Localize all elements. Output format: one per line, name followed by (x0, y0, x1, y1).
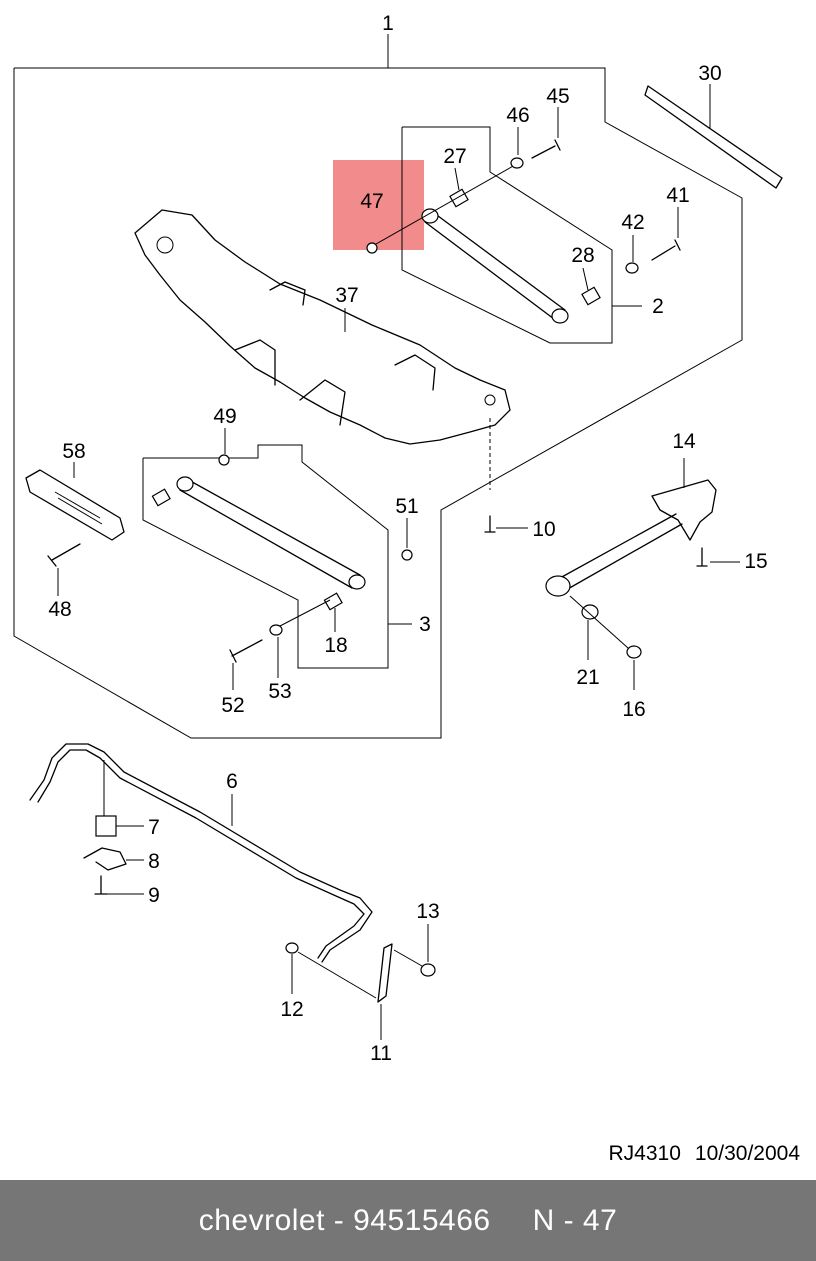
washer-53 (269, 624, 283, 636)
nut-51 (401, 549, 413, 561)
callout-27: 27 (443, 145, 466, 168)
callout-42: 42 (621, 211, 644, 234)
bushing-lower-rear (348, 574, 366, 590)
axis-47 (375, 164, 516, 245)
bolt-52 (229, 639, 263, 663)
callout-37: 37 (335, 284, 358, 307)
lower-link-3 (179, 477, 361, 589)
bolt-45 (531, 139, 561, 159)
bracket-14 (651, 479, 717, 541)
callout-52: 52 (221, 694, 244, 717)
callout-2: 2 (652, 295, 664, 318)
callout-12: 12 (280, 998, 303, 1021)
plate-58 (25, 469, 125, 541)
leader-28 (582, 267, 589, 291)
bushing-trailing (545, 575, 571, 597)
callout-13: 13 (416, 900, 439, 923)
callout-48: 48 (48, 598, 71, 621)
bolt-15 (696, 547, 708, 567)
callout-58: 58 (62, 440, 85, 463)
callout-46: 46 (506, 104, 529, 127)
clamp-8 (83, 847, 127, 871)
callout-49: 49 (213, 405, 236, 428)
footer-reference: N - 47 (532, 1203, 618, 1237)
plate-58-slot (54, 491, 103, 525)
bolt-48 (47, 543, 81, 567)
footer-part-number: chevrolet - 94515466 (198, 1203, 491, 1237)
callout-21: 21 (576, 666, 599, 689)
callout-18: 18 (324, 634, 347, 657)
callout-14: 14 (672, 430, 696, 453)
drawing-date: 10/30/2004 (694, 1142, 800, 1165)
bolt-9 (94, 875, 108, 895)
bolt-41 (651, 239, 681, 261)
trailing-rod (559, 513, 683, 591)
axis-trailing (569, 595, 629, 649)
footer-caption-bar: chevrolet - 94515466 N - 47 (0, 1180, 816, 1261)
crossmember-hole (156, 236, 174, 254)
callout-16: 16 (622, 698, 645, 721)
callout-6: 6 (226, 770, 238, 793)
callout-30: 30 (698, 62, 721, 85)
bolt-10 (484, 515, 496, 533)
end-link-11 (377, 943, 393, 1003)
group-outline-2 (401, 126, 613, 344)
callout-47: 47 (360, 190, 383, 213)
upper-link-2 (424, 209, 566, 323)
callout-51: 51 (395, 495, 418, 518)
callout-7: 7 (148, 816, 160, 839)
axis-lower (279, 599, 331, 627)
group-outline-3 (142, 444, 389, 669)
callout-28: 28 (571, 244, 594, 267)
bushing-upper-front (421, 208, 439, 224)
drawing-reference: RJ4310 10/30/2004 (609, 1142, 801, 1166)
bushing-upper-rear (551, 308, 569, 324)
nut-47 (366, 242, 378, 254)
axis-12 (297, 951, 377, 999)
nut-13 (420, 963, 436, 977)
nut-49 (218, 454, 230, 466)
group-outline-1 (13, 67, 743, 739)
callout-45: 45 (546, 85, 569, 108)
washer-42 (625, 262, 639, 274)
callout-8: 8 (148, 850, 160, 873)
crossmember-37-flange (234, 281, 436, 426)
callout-9: 9 (148, 884, 160, 907)
washer-46 (510, 157, 524, 169)
strip-30 (644, 85, 783, 189)
callout-15: 15 (744, 550, 767, 573)
drawing-code: RJ4310 (608, 1142, 681, 1165)
callout-3: 3 (419, 613, 431, 636)
washer-21 (581, 604, 599, 620)
stabilizer-bar-6-inner (37, 749, 365, 959)
bushing-18 (323, 592, 343, 611)
bushing-lower-inner (151, 488, 171, 507)
crossmember-hole (484, 394, 496, 406)
highlight-box-47 (333, 160, 424, 250)
nut-16 (626, 645, 642, 659)
bushing-28 (581, 286, 601, 306)
bushing-lower-front (176, 476, 194, 492)
callout-41: 41 (666, 184, 689, 207)
nut-12 (285, 942, 299, 954)
callout-10: 10 (532, 518, 555, 541)
axis-13 (393, 949, 423, 967)
callout-53: 53 (268, 680, 291, 703)
stabilizer-bar-6 (29, 743, 373, 963)
bushing-7 (95, 815, 117, 837)
callout-1: 1 (382, 12, 394, 35)
callout-11: 11 (370, 1042, 392, 1065)
crossmember-37 (134, 209, 511, 445)
leader-27 (454, 167, 460, 191)
bushing-27 (449, 188, 469, 208)
parts-diagram: 1 30 45 46 27 47 42 41 28 2 37 49 58 51 … (13, 12, 783, 1065)
